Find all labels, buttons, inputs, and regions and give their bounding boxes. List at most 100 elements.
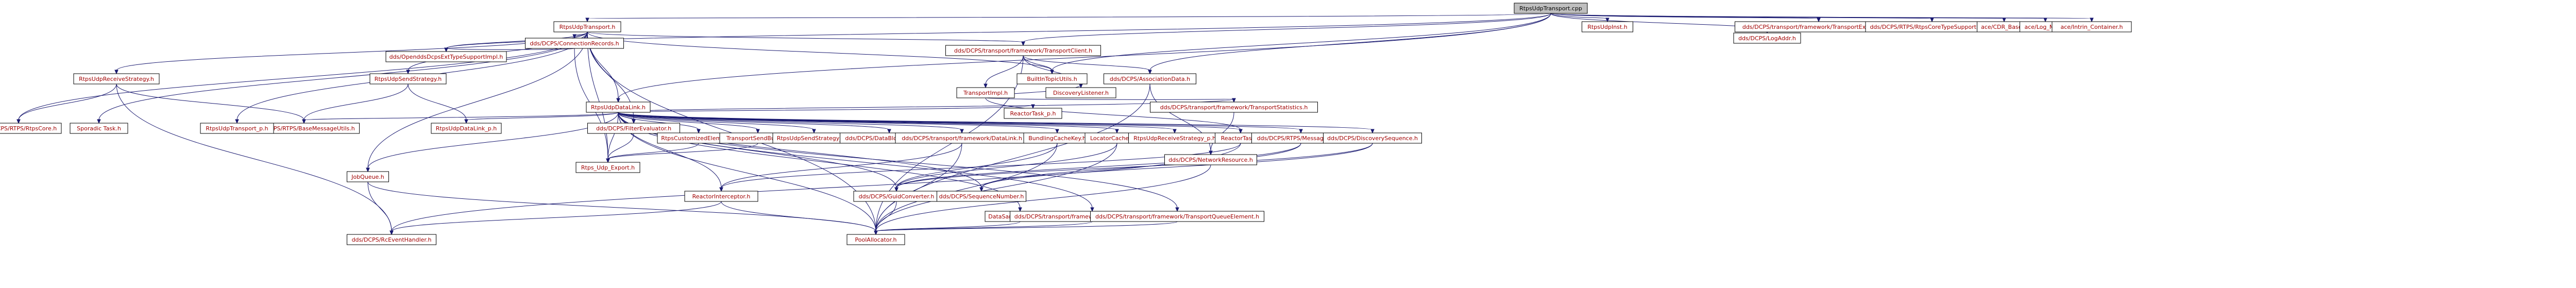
node-root: RtpsUdpTransport.cpp	[1514, 3, 1588, 14]
edge-rtpsDataLinkH-to-bundlingCacheKeyH	[618, 112, 1059, 134]
node-rtpsReceiveStrategyH[interactable]: RtpsUdpReceiveStrategy.h	[73, 73, 160, 84]
node-box	[385, 51, 507, 62]
node-transportImplH[interactable]: TransportImpl.h	[956, 87, 1015, 98]
node-box	[0, 123, 62, 134]
node-box	[1582, 21, 1633, 32]
edge-rtpsDataLinkH-to-rtpsBaseMsgH	[302, 112, 619, 124]
node-bundlingCacheKeyH[interactable]: BundlingCacheKey.h	[1023, 132, 1091, 144]
edge-netAddrH-to-poolAllocH	[874, 164, 1211, 235]
node-openDdsH[interactable]: dds/OpenddsDcpsExtTypeSupportImpl.h	[385, 51, 507, 62]
node-box	[846, 234, 905, 245]
node-logAddrH[interactable]: dds/DCPS/LogAddr.h	[1733, 32, 1801, 44]
edge-rtpsReceiveStrategyH-to-rtpsCoreCH	[16, 83, 117, 124]
node-filterEvalH[interactable]: dds/DCPS/FilterEvaluator.h	[587, 123, 680, 134]
node-rtpsCustomizedH[interactable]: RtpsCustomizedElement.h	[657, 132, 740, 144]
node-rcEventHandlerH[interactable]: dds/DCPS/RcEventHandler.h	[347, 234, 436, 245]
node-label: RtpsUdpInst.h	[1587, 24, 1627, 30]
node-box	[945, 45, 1101, 56]
node-reactorTaskPH[interactable]: ReactorTask_p.h	[1004, 108, 1062, 119]
node-assocDataH[interactable]: dds/DCPS/AssociationData.h	[1104, 73, 1196, 84]
edge-root-to-transDebugH	[1550, 13, 1821, 23]
node-label: BuiltInTopicUtils.h	[1027, 76, 1077, 82]
node-label: RtpsCustomizedElement.h	[661, 135, 736, 142]
node-aceCacheH[interactable]: ace/Intrin_Container.h	[2052, 21, 2132, 32]
node-label: dds/DCPS/SequenceNumber.h	[939, 193, 1024, 200]
edge-discoveryListenerH-to-seqNumberH	[979, 143, 1373, 192]
node-rtpsSendStrategyH[interactable]: RtpsUdpSendStrategy.h	[369, 73, 447, 84]
node-transportDataLinkH[interactable]: dds/DCPS/transport/framework/DataLink.h	[895, 132, 1029, 144]
node-label: ReactorInterceptor.h	[692, 193, 751, 200]
node-poolAllocH[interactable]: PoolAllocator.h	[846, 234, 905, 245]
node-box	[200, 123, 274, 134]
node-discoveryH[interactable]: DiscoveryListener.h	[1045, 87, 1116, 98]
node-box	[525, 38, 624, 49]
edge-rtpsDataLinkH-to-transportStatisticsH	[618, 98, 1236, 113]
node-label: ReactorTask_p.h	[1010, 110, 1056, 117]
node-rtpsUdpLoaderH[interactable]: Rtps_Udp_Export.h	[575, 162, 640, 173]
node-label: dds/DCPS/RcEventHandler.h	[352, 236, 432, 243]
node-box	[347, 234, 436, 245]
node-rtpsTransportHdrH[interactable]: RtpsUdpTransport_p.h	[200, 123, 274, 134]
node-transportStatisticsH[interactable]: dds/DCPS/transport/framework/TransportSt…	[1150, 101, 1318, 113]
edge-jobQueueH-to-poolAllocH	[367, 181, 878, 235]
edge-rtpsDataLinkH-to-rtpsCustomizedH	[618, 112, 701, 134]
edge-root-to-rtpsInstH	[1550, 13, 1609, 23]
node-box	[347, 171, 389, 182]
node-label: ace/Intrin_Container.h	[2060, 24, 2123, 30]
node-label: RtpsUdpDataLink.h	[591, 104, 646, 111]
edge-rtpsTransportH-to-transportClientH	[587, 31, 1025, 46]
node-label: dds/DCPS/RTPS/BaseMessageUtils.h	[253, 125, 354, 132]
node-label: dds/DCPS/ConnectionRecords.h	[530, 40, 619, 47]
node-label: dds/DCPS/FilterEvaluator.h	[596, 125, 671, 132]
node-label: RtpsUdpReceiveStrategy_p.h	[1133, 135, 1216, 142]
node-box	[956, 87, 1015, 98]
node-rtpsRecvStrategyPH[interactable]: RtpsUdpReceiveStrategy_p.h	[1128, 132, 1221, 144]
node-label: Rtps_Udp_Export.h	[581, 164, 635, 171]
node-label: dds/DCPS/transport/framework/TransportSt…	[1160, 104, 1308, 111]
node-sporadicTaskH[interactable]: Sporadic Task.h	[70, 123, 128, 134]
node-rtpsDataLinkH[interactable]: RtpsUdpDataLink.h	[586, 101, 651, 113]
node-rtpsDataLinkPH[interactable]: RtpsUdpDataLink_p.h	[431, 123, 502, 134]
edge-rtpsDataLinkH-to-rtpsRecvStrategyPH	[618, 112, 1177, 134]
node-rtpsCoreCH[interactable]: dds/DCPS/RTPS/RtpsCore.h	[0, 123, 62, 134]
node-transportClientH[interactable]: dds/DCPS/transport/framework/TransportCl…	[945, 45, 1101, 56]
node-rtpsCoreTypeSupportH[interactable]: dds/DCPS/RTPS/RtpsCoreTypeSupportImpl.h	[1865, 21, 1999, 32]
node-label: dds/DCPS/GuidConverter.h	[859, 193, 935, 200]
node-label: dds/DCPS/transport/framework/TransportEx…	[1742, 24, 1895, 30]
node-box	[1150, 101, 1318, 113]
node-jobQueueH[interactable]: JobQueue.h	[347, 171, 389, 182]
edge-rtpsDataLinkH-to-rtpsDataLinkPH	[464, 112, 619, 124]
node-label: RtpsUdpTransport_p.h	[206, 125, 268, 132]
edge-rtpsDataLinkH-to-discoveryListenerH	[618, 112, 1375, 134]
node-box	[2052, 21, 2132, 32]
node-seqNumberH[interactable]: dds/DCPS/SequenceNumber.h	[937, 191, 1026, 202]
edge-root-to-rtpsTransportH	[585, 13, 1551, 23]
node-label: BundlingCacheKey.h	[1028, 135, 1086, 142]
node-label: JobQueue.h	[351, 174, 384, 180]
node-transportQueueH[interactable]: dds/DCPS/transport/framework/TransportQu…	[1090, 211, 1264, 222]
node-builtInTopicUtilsH[interactable]: BuiltInTopicUtils.h	[1016, 73, 1088, 84]
node-guidConverterH[interactable]: dds/DCPS/GuidConverter.h	[853, 191, 940, 202]
node-reactorInterceptorH[interactable]: ReactorInterceptor.h	[684, 191, 758, 202]
node-netAddrH[interactable]: dds/DCPS/NetworkResource.h	[1164, 154, 1257, 165]
node-box	[586, 101, 651, 113]
node-label: dds/DCPS/transport/framework/DataLink.h	[902, 135, 1022, 142]
node-rtpsBaseMsgH[interactable]: dds/DCPS/RTPS/BaseMessageUtils.h	[248, 123, 360, 134]
node-box	[73, 73, 160, 84]
edge-transportQueueH-to-poolAllocH	[874, 221, 1178, 235]
edge-connRecordH-to-openDdsH	[444, 47, 575, 53]
node-rtpsInstH[interactable]: RtpsUdpInst.h	[1582, 21, 1633, 32]
node-label: dds/DCPS/transport/framework/TransportCl…	[954, 47, 1092, 54]
node-box	[1090, 211, 1264, 222]
node-discoveryListenerH[interactable]: dds/DCPS/DiscoverySequence.h	[1323, 132, 1422, 144]
edge-transportSendH-to-rtpsUdpLoaderH	[606, 143, 758, 163]
edge-rtpsDataLinkH-to-dataBlockLockPoolH	[618, 112, 891, 134]
node-rtpsTransportH[interactable]: RtpsUdpTransport.h	[553, 21, 621, 32]
node-connRecordH[interactable]: dds/DCPS/ConnectionRecords.h	[525, 38, 624, 49]
edge-rtpsDataLinkH-to-reactorTaskPH	[618, 104, 1035, 113]
node-label: dds/DCPS/RTPS/RtpsCore.h	[0, 125, 57, 132]
node-label: DiscoveryListener.h	[1053, 90, 1109, 96]
node-box	[575, 162, 640, 173]
node-aceOsH[interactable]: ace/CDR_Base.h	[1977, 21, 2031, 32]
